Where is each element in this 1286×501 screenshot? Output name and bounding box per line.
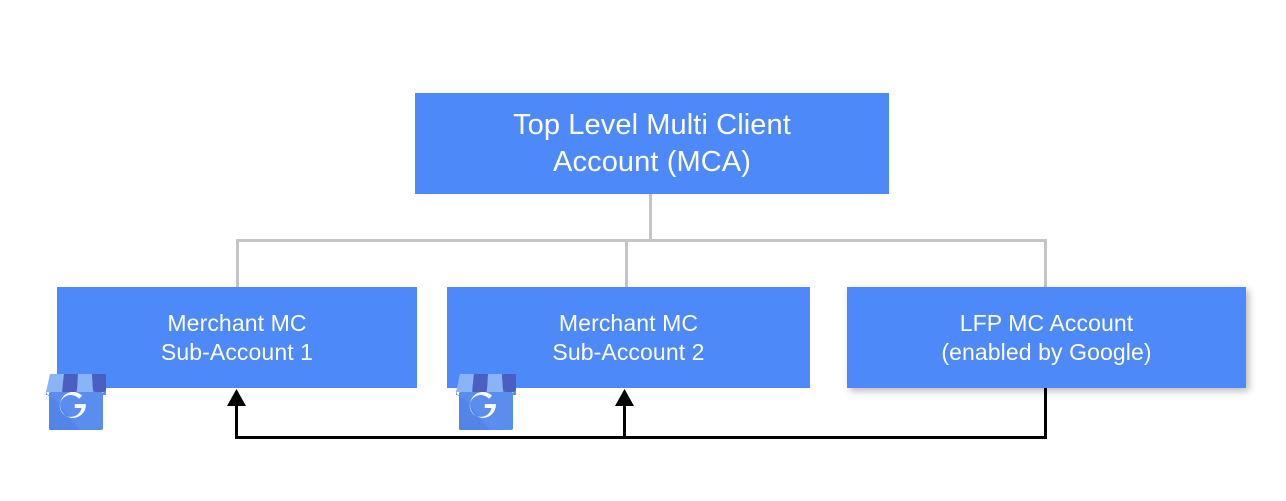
node-merchant-mc-sub-account-1-line1: Merchant MC	[167, 309, 307, 336]
connector-drop-sub2	[625, 239, 628, 288]
feed-line-main	[235, 388, 1047, 439]
node-lfp-mc-account[interactable]: LFP MC Account (enabled by Google)	[847, 287, 1246, 388]
node-top-level-mca[interactable]: Top Level Multi Client Account (MCA)	[415, 93, 889, 194]
node-merchant-mc-sub-account-2-line2: Sub-Account 2	[552, 338, 705, 365]
node-merchant-mc-sub-account-1[interactable]: Merchant MC Sub-Account 1	[57, 287, 417, 388]
node-lfp-mc-account-line2: (enabled by Google)	[941, 338, 1152, 365]
google-my-business-storefront-icon	[46, 374, 106, 430]
node-top-level-mca-line2: Account (MCA)	[553, 145, 751, 178]
feed-arrowhead-sub1	[227, 389, 246, 406]
connector-drop-sub1	[236, 239, 239, 288]
node-merchant-mc-sub-account-2-line1: Merchant MC	[558, 309, 699, 336]
connector-drop-lfp	[1044, 239, 1047, 288]
connector-horizontal-bus	[236, 239, 1046, 242]
connector-top-to-bus	[649, 194, 652, 242]
google-my-business-storefront-icon	[456, 374, 516, 430]
node-lfp-mc-account-line1: LFP MC Account	[959, 309, 1134, 336]
node-merchant-mc-sub-account-2[interactable]: Merchant MC Sub-Account 2	[447, 287, 810, 388]
feed-arrowhead-sub2	[615, 389, 634, 406]
node-merchant-mc-sub-account-1-line2: Sub-Account 1	[160, 338, 314, 365]
node-top-level-mca-line1: Top Level Multi Client	[513, 108, 791, 141]
